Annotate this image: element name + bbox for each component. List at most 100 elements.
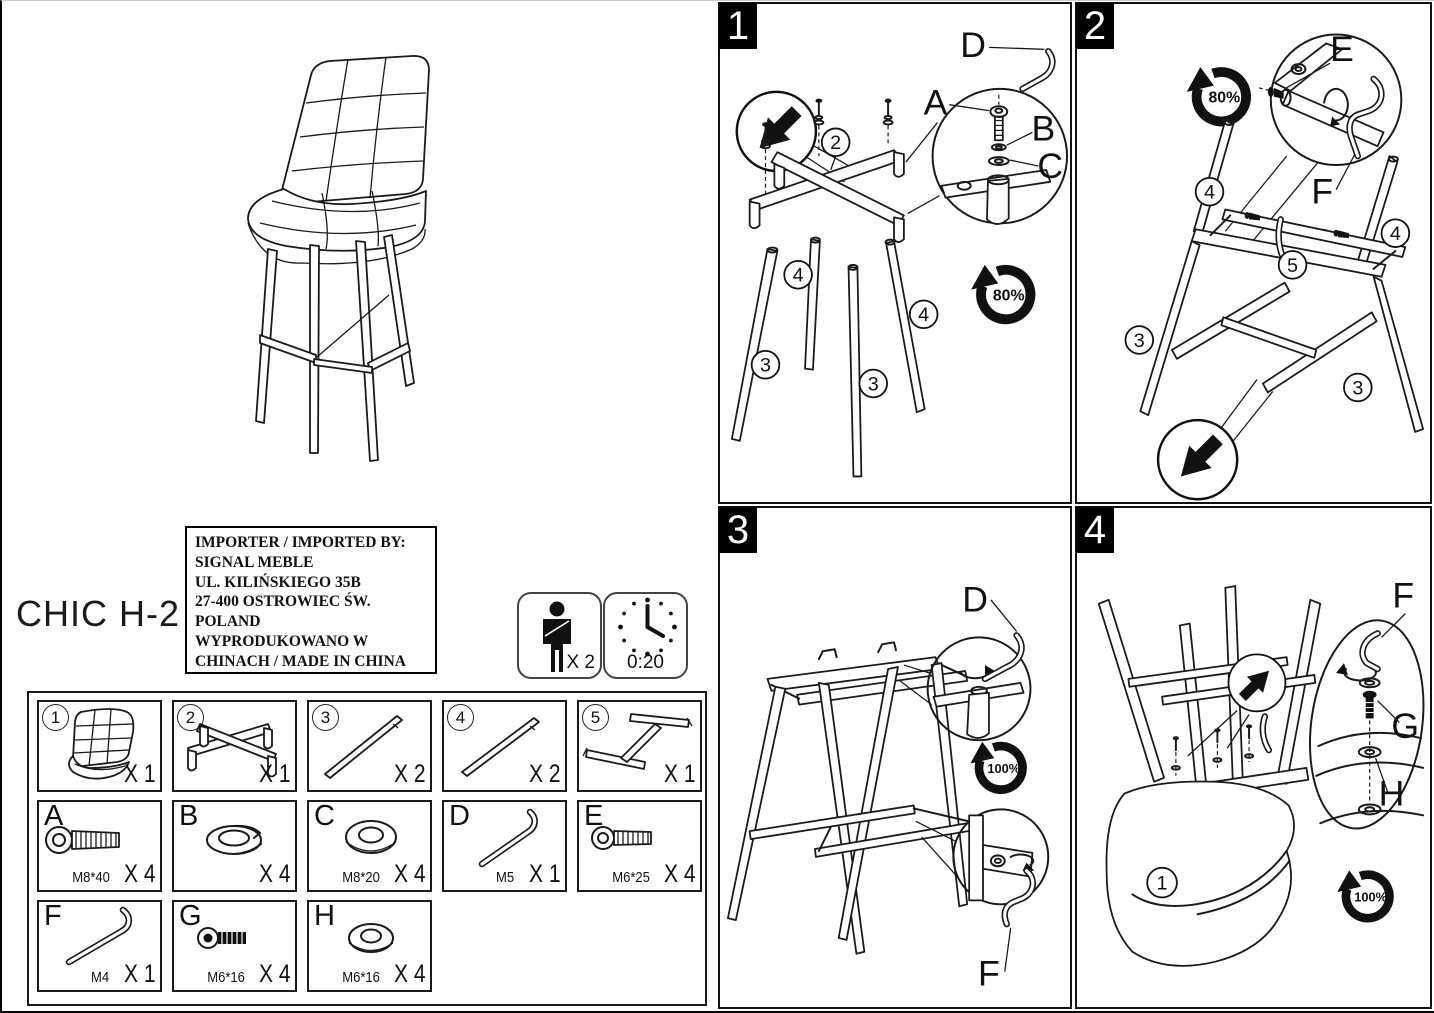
persons-required-badge: X 2 — [517, 592, 602, 679]
callout-h: H — [1379, 773, 1405, 813]
hardware-letter: H — [314, 900, 335, 932]
hardware-qty: X 1 — [529, 860, 561, 888]
hardware-letter: F — [44, 900, 62, 932]
clock-icon — [618, 597, 677, 657]
allen-key-icon — [478, 808, 538, 868]
hardware-b: B X 4 — [172, 800, 297, 892]
importer-line: IMPORTER / IMPORTED BY: — [195, 534, 406, 551]
torque-value: 100% — [1354, 889, 1387, 904]
footrest-icon — [582, 713, 693, 770]
part-ref: 4 — [918, 304, 929, 326]
assembly-time-badge: 0:20 — [603, 592, 688, 679]
hardware-letter: D — [449, 800, 470, 832]
part-ref: 5 — [1287, 255, 1298, 277]
hardware-letter: B — [179, 800, 199, 832]
screw-stack — [882, 98, 894, 147]
part-qty: X 1 — [664, 760, 696, 788]
step-number-badge: 1 — [719, 3, 757, 49]
part-ref: 3 — [1134, 330, 1145, 352]
step-4-drawing: 1 — [1097, 576, 1425, 967]
hardware-letter: A — [44, 800, 64, 832]
step-2-panel: 2 80% E — [1075, 2, 1432, 504]
seat-icon — [68, 708, 135, 780]
hardware-size: M5 — [496, 870, 515, 886]
part-qty: X 2 — [529, 760, 561, 788]
bolt-icon — [197, 927, 246, 949]
step-number-badge: 3 — [719, 507, 757, 553]
detail-magnifier — [952, 808, 1050, 906]
parts-list: 1 X 1 2 X 1 3 — [27, 691, 707, 1006]
part-ref: 4 — [793, 265, 804, 287]
hardware-a: A M8*40 X 4 — [37, 800, 162, 892]
importer-line: UL. KILIŃSKIEGO 35B — [195, 573, 361, 591]
part-ref: 2 — [830, 132, 841, 154]
part-leg-3: 3 X 2 — [307, 700, 432, 792]
bolt-icon — [591, 826, 652, 850]
detail-magnifier — [926, 636, 1032, 742]
bolt-icon — [45, 826, 120, 854]
callout-c: C — [1037, 146, 1063, 186]
hardware-size: M6*16 — [206, 970, 245, 986]
callout-d: D — [962, 580, 988, 620]
callout-f: F — [978, 953, 1000, 993]
hardware-qty: X 4 — [259, 860, 291, 888]
hardware-qty: X 4 — [394, 960, 426, 988]
part-number: 3 — [312, 704, 339, 731]
callout-a: A — [924, 83, 948, 123]
callout-g: G — [1391, 706, 1419, 746]
part-ref: 3 — [760, 355, 771, 377]
part-ref: 4 — [1204, 182, 1215, 204]
part-number: 1 — [42, 704, 69, 731]
washer-icon — [345, 820, 397, 854]
model-name: CHIC H-2 — [16, 593, 181, 634]
importer-line: SIGNAL MEBLE — [195, 553, 314, 571]
cross-frame-icon — [187, 723, 277, 778]
torque-value: 100% — [987, 761, 1020, 776]
hardware-c: C M8*20 X 4 — [307, 800, 432, 892]
step-2-drawing: 80% E — [1124, 29, 1424, 501]
step-number-badge: 2 — [1076, 3, 1114, 49]
part-footrest: 5 X 1 — [577, 700, 702, 792]
importer-line: CHINACH / MADE IN CHINA — [195, 652, 406, 670]
step-1-panel: 1 — [718, 2, 1072, 504]
part-number: 5 — [582, 704, 609, 731]
importer-line: 27-400 OSTROWIEC ŚW. — [195, 593, 371, 611]
spring-washer-icon — [206, 824, 262, 855]
callout-f: F — [1392, 576, 1414, 616]
hardware-d: D M5 X 1 — [442, 800, 567, 892]
person-icon — [543, 601, 571, 672]
part-ref: 3 — [1352, 377, 1363, 399]
hardware-letter: E — [584, 800, 604, 832]
importer-line: WYPRODUKOWANO W — [195, 633, 369, 651]
leg-icon — [324, 715, 403, 779]
direction-arrow-icon — [1156, 418, 1239, 501]
step-3-drawing: D 100% F — [727, 580, 1050, 993]
step-1-drawing: 2 3 4 3 4 — [730, 25, 1069, 478]
torque-value: 80% — [1209, 90, 1241, 107]
hardware-qty: X 4 — [394, 860, 426, 888]
screw-stack — [1212, 728, 1223, 768]
callout-d: D — [960, 25, 986, 65]
hardware-size: M6*25 — [611, 870, 650, 886]
importer-box: IMPORTER / IMPORTED BY: SIGNAL MEBLE UL.… — [185, 526, 437, 674]
hardware-size: M4 — [91, 970, 110, 986]
part-cross-frame: 2 X 1 — [172, 700, 297, 792]
hardware-size: M8*20 — [341, 870, 380, 886]
hardware-qty: X 4 — [259, 960, 291, 988]
part-seat: 1 X 1 — [37, 700, 162, 792]
screw-stack — [813, 98, 825, 157]
hardware-size: M8*40 — [71, 870, 110, 886]
persons-count: X 2 — [566, 652, 595, 673]
screw-stack — [1170, 736, 1181, 776]
allen-key-icon — [65, 906, 133, 966]
hardware-f: F M4 X 1 — [37, 900, 162, 992]
hardware-letter: C — [314, 800, 335, 832]
importer-line: POLAND — [195, 613, 261, 631]
hardware-qty: X 4 — [124, 860, 156, 888]
step-number-badge: 4 — [1076, 507, 1114, 553]
hardware-qty: X 1 — [124, 960, 156, 988]
direction-arrow-icon — [1227, 653, 1287, 713]
callout-f: F — [1311, 172, 1333, 212]
